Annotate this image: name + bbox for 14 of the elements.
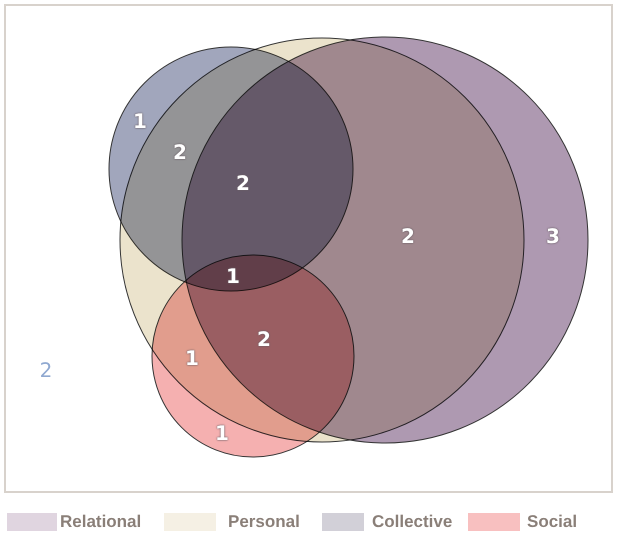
region-count: 1 xyxy=(133,110,147,132)
region-count: 2 xyxy=(236,172,250,194)
region-count: 2 xyxy=(40,359,52,381)
legend-label: Personal xyxy=(228,512,300,532)
region-count: 2 xyxy=(257,328,271,350)
legend-label: Social xyxy=(527,512,578,532)
region-count: 1 xyxy=(215,422,229,444)
region-count: 2 xyxy=(173,141,187,163)
region-count: 1 xyxy=(226,265,240,287)
legend-label: Relational xyxy=(60,512,142,532)
legend-label: Collective xyxy=(372,512,452,532)
region-count: 1 xyxy=(185,347,199,369)
region-count: 3 xyxy=(546,225,560,247)
region-count: 2 xyxy=(401,225,415,247)
